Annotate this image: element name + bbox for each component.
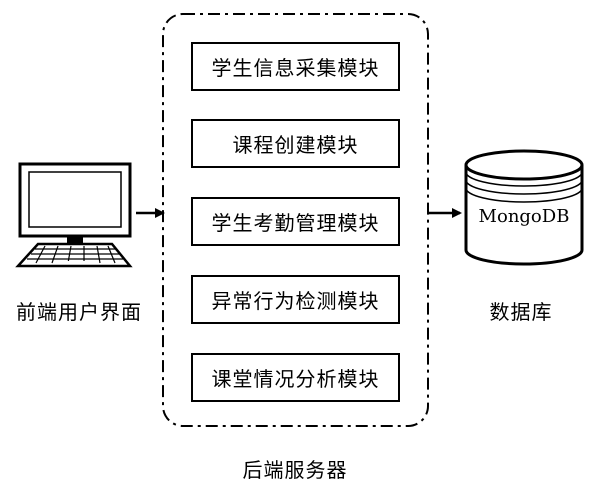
client-label: 前端用户界面 [16, 300, 142, 324]
database-label: 数据库 [489, 300, 553, 324]
module-class-analysis: 课堂情况分析模块 [191, 353, 400, 402]
module-label: 学生考勤管理模块 [211, 211, 380, 235]
module-abnormal-behavior: 异常行为检测模块 [191, 275, 400, 324]
database-cylinder-icon [464, 149, 584, 266]
server-boundary [162, 13, 429, 427]
module-label: 学生信息采集模块 [211, 56, 380, 80]
module-label: 课堂情况分析模块 [211, 367, 380, 391]
module-label: 异常行为检测模块 [211, 289, 380, 313]
module-attendance: 学生考勤管理模块 [191, 197, 400, 246]
module-student-info: 学生信息采集模块 [191, 42, 400, 91]
module-course-creation: 课程创建模块 [191, 119, 400, 168]
server-label: 后端服务器 [242, 458, 348, 482]
database-name: MongoDB [478, 206, 570, 227]
computer-icon [15, 162, 133, 268]
module-label: 课程创建模块 [232, 133, 359, 157]
